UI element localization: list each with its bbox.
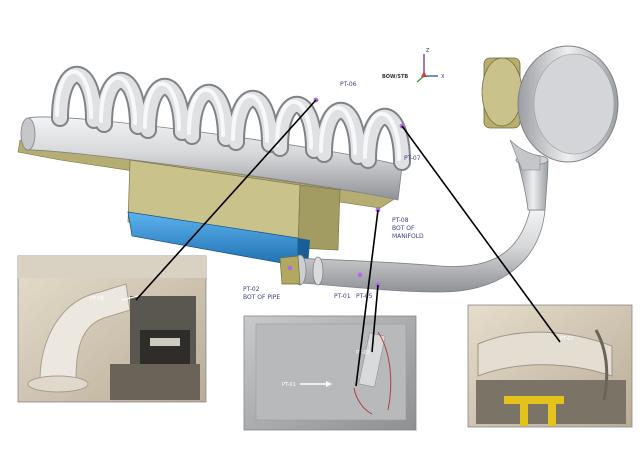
label-pt06: PT-06 xyxy=(340,81,357,88)
exhaust-outlet-pipe xyxy=(279,154,549,293)
riser-highlight xyxy=(231,93,269,143)
riser-highlight xyxy=(55,69,93,119)
leader-lines xyxy=(135,99,561,387)
label-pt05: PT-05 xyxy=(356,293,373,300)
riser-highlight xyxy=(99,75,137,125)
leader-pt08-to-middle-photo xyxy=(355,209,379,387)
orientation-triad: Z X BOW/STB xyxy=(382,48,445,83)
label-pt08-line1: PT-08 xyxy=(392,217,409,224)
marker-pt01 xyxy=(357,272,363,278)
riser-body xyxy=(141,79,189,139)
riser-body xyxy=(53,67,101,127)
riser-body xyxy=(185,85,233,145)
riser-body xyxy=(273,97,321,157)
photo-middle-tag-a: PT-02 xyxy=(356,350,370,356)
leader-pt05-to-middle-photo xyxy=(371,284,379,353)
riser-body xyxy=(229,91,277,151)
riser-highlight xyxy=(143,81,181,131)
photo-middle-tag-b: PT-01 xyxy=(282,382,296,388)
photo-right-tag: PT-07 xyxy=(560,336,574,342)
riser-highlight xyxy=(187,87,225,137)
photo-right: PT-07 xyxy=(467,304,633,428)
exhaust-manifold xyxy=(20,116,403,201)
leader-pt07-to-right-photo xyxy=(401,125,561,343)
exhaust-model: PT-06 PT-07 PT-08 BOT OF MANIFOLD PT-02 … xyxy=(17,45,619,301)
riser-highlight xyxy=(319,105,357,155)
axis-z-label: Z xyxy=(426,48,430,54)
photo-left: PT-06 xyxy=(17,255,207,403)
callout-labels: PT-06 PT-07 PT-08 BOT OF MANIFOLD PT-02 … xyxy=(243,81,424,301)
leader-pt06-to-left-photo xyxy=(135,99,317,301)
label-pt01: PT-01 xyxy=(334,293,351,300)
label-pt07: PT-07 xyxy=(404,155,421,162)
measurement-markers xyxy=(287,97,405,288)
photo-middle: PT-02 PT-01 xyxy=(243,315,417,431)
label-pt08-line2: BOT OF xyxy=(392,225,415,232)
label-pt08-line3: MANIFOLD xyxy=(392,233,424,240)
photo-left-tag: PT-06 xyxy=(90,296,104,302)
turbocharger-drum xyxy=(481,45,619,171)
label-pt02-line2: BOT OF PIPE xyxy=(243,294,280,301)
riser-body xyxy=(361,109,409,169)
label-pt02-line1: PT-02 xyxy=(243,286,260,293)
riser-highlight xyxy=(363,111,401,161)
manifold-risers xyxy=(51,65,411,171)
marker-pt02 xyxy=(287,265,293,271)
riser-body xyxy=(317,103,365,163)
orientation-label: BOW/STB xyxy=(382,74,408,80)
riser-highlight xyxy=(275,99,313,149)
axis-x-label: X xyxy=(441,74,445,80)
riser-body xyxy=(97,73,145,133)
